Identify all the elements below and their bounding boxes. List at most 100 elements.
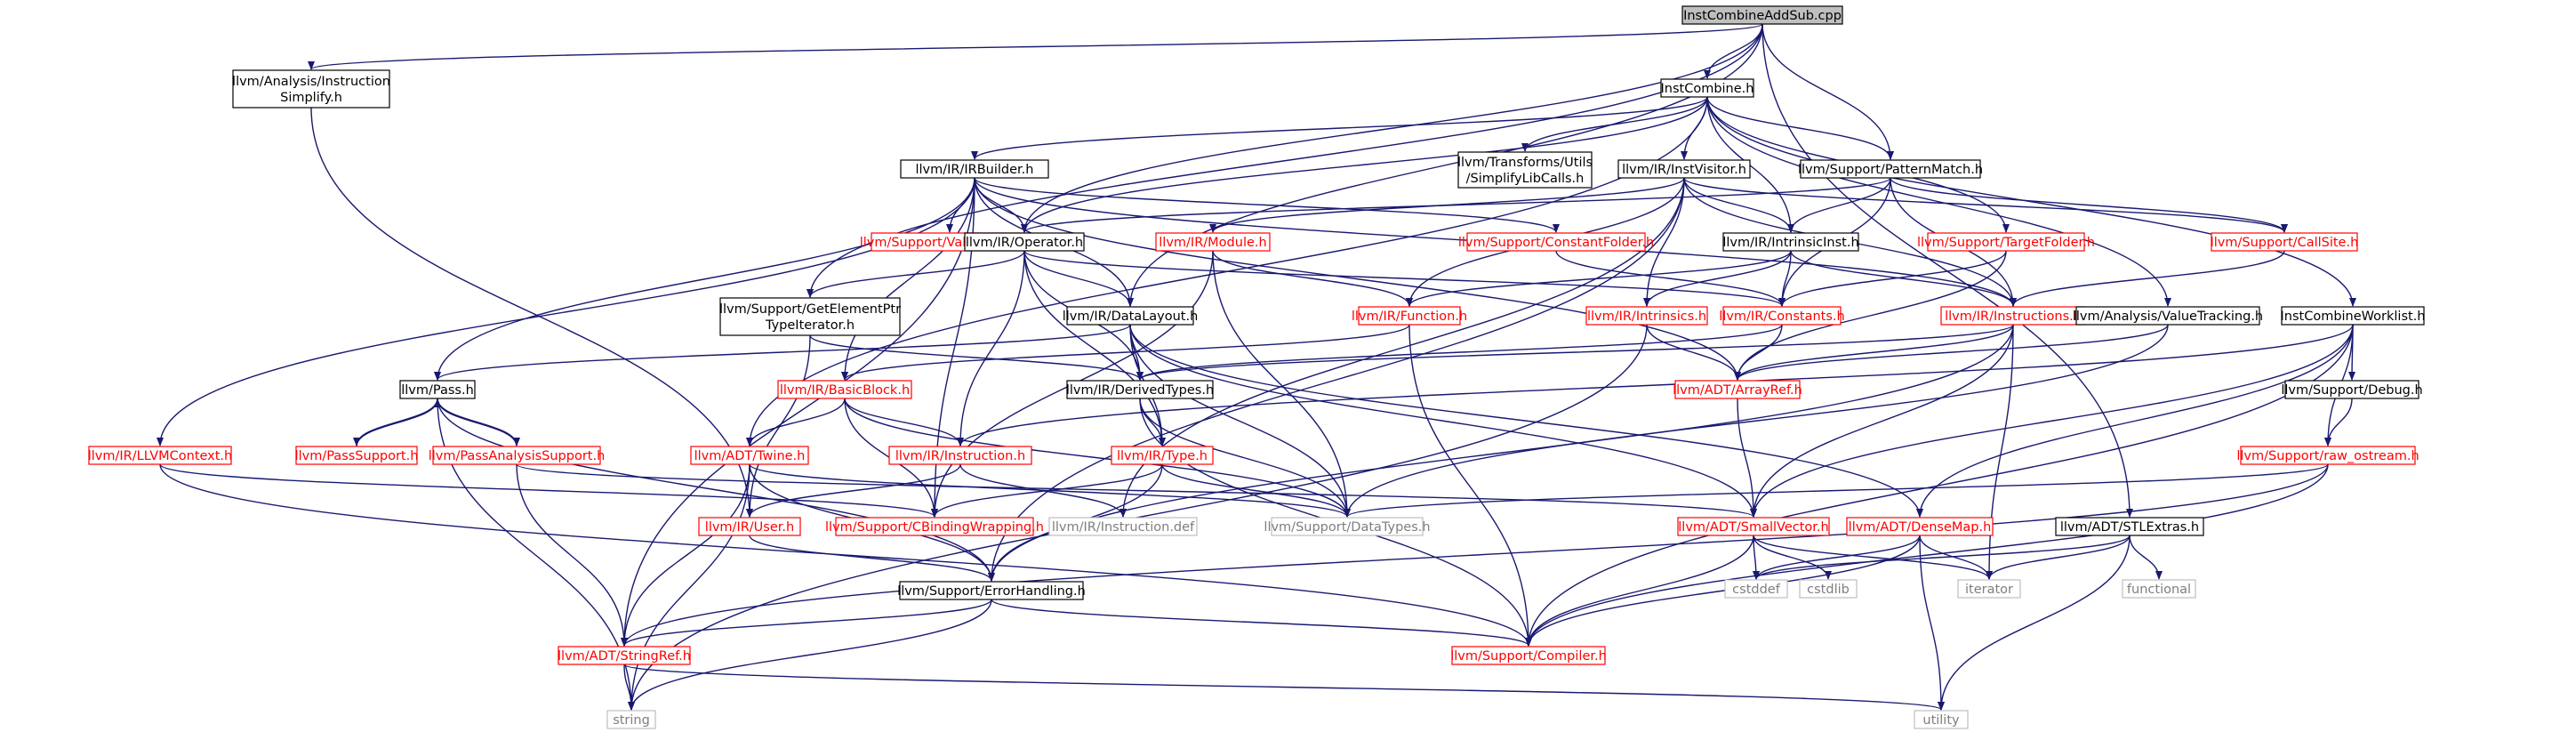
node-box (719, 297, 901, 336)
node-label: utility (1922, 713, 1960, 728)
node-label: llvm/ADT/STLExtras.h (2060, 520, 2199, 535)
node-densemap[interactable]: llvm/ADT/DenseMap.h (1846, 517, 1994, 536)
edge-valuetracking-to-arrayref (1734, 324, 2169, 381)
node-intrinsicinst[interactable]: llvm/IR/IntrinsicInst.h (1722, 232, 1859, 252)
edge-irbuilder-to-llvmcontext (156, 177, 975, 446)
node-type[interactable]: llvm/IR/Type.h (1111, 446, 1214, 465)
edge-type-to-cbinding (931, 463, 1163, 518)
node-user[interactable]: llvm/IR/User.h (698, 517, 801, 536)
edge-operator-to-datalayout (1023, 250, 1134, 307)
node-debug[interactable]: llvm/Support/Debug.h (2281, 380, 2423, 399)
edge-irbuilder-to-constantfolder (974, 177, 1560, 233)
node-box (1722, 232, 1859, 252)
node-passanalysis[interactable]: llvm/PassAnalysisSupport.h (429, 446, 606, 465)
node-targetfolder[interactable]: llvm/Support/TargetFolder.h (1917, 232, 2095, 252)
edge-stlextras-to-cstddef (1753, 535, 2131, 580)
edge-instcombine-to-simplifylib (1521, 96, 1708, 152)
edge-stlextras-to-functional (2129, 535, 2163, 580)
edge-densemap-to-cstddef (1753, 535, 1921, 580)
node-label: llvm/Transforms/Utils (1457, 156, 1593, 170)
node-twine[interactable]: llvm/ADT/Twine.h (690, 446, 809, 465)
edge-llvmcontext-to-cbinding (159, 463, 938, 518)
node-box (1466, 232, 1646, 252)
node-instvisitor[interactable]: llvm/IR/InstVisitor.h (1617, 159, 1751, 179)
edge-errorhandling-to-string (628, 599, 992, 711)
node-function[interactable]: llvm/IR/Function.h (1352, 306, 1467, 326)
edge-root-to-operator (1021, 23, 1763, 233)
edge-debug-to-rawostream (2324, 398, 2353, 446)
node-box (1111, 446, 1214, 465)
node-box (698, 517, 801, 536)
node-label: llvm/Support/CBindingWrapping.h (825, 520, 1044, 535)
node-iterator: iterator (1957, 579, 2021, 599)
node-derivedtypes[interactable]: llvm/IR/DerivedTypes.h (1066, 380, 1214, 399)
edge-stringref-to-utility (623, 664, 1945, 711)
node-box (1451, 646, 1606, 665)
edge-densemap-to-utility (1919, 535, 1945, 711)
node-compiler[interactable]: llvm/Support/Compiler.h (1450, 646, 1607, 665)
node-label: Simplify.h (280, 91, 342, 105)
edge-patternmatch-to-intrinsicinst (1787, 177, 1891, 233)
node-operator[interactable]: llvm/IR/Operator.h (964, 232, 1085, 252)
node-box (1457, 151, 1593, 189)
edge-intrinsicinst-to-instructions (1790, 250, 2017, 307)
edge-gepti-to-derivedtypes (809, 334, 1144, 381)
edge-callsite-to-instructions (2010, 250, 2285, 307)
node-box (1722, 306, 1842, 326)
node-box (432, 446, 601, 465)
node-intrinsics[interactable]: llvm/IR/Intrinsics.h (1585, 306, 1708, 326)
edge-densemap-to-iterator (1919, 535, 1993, 580)
node-stringref[interactable]: llvm/ADT/StringRef.h (558, 646, 691, 665)
node-arrayref[interactable]: llvm/ADT/ArrayRef.h (1673, 380, 1802, 399)
node-label: llvm/Analysis/ValueTracking.h (2073, 310, 2263, 324)
edge-worklist-to-compiler (1525, 324, 2354, 647)
edge-twine-to-string (628, 463, 750, 711)
edge-instructions-to-derivedtypes (1136, 324, 2014, 381)
edge-basicblock-to-twine (746, 398, 846, 446)
node-constants[interactable]: llvm/IR/Constants.h (1719, 306, 1845, 326)
node-box (2281, 306, 2425, 326)
node-llvmcontext[interactable]: llvm/IR/LLVMContext.h (88, 446, 232, 465)
node-basicblock[interactable]: llvm/IR/BasicBlock.h (777, 380, 912, 399)
node-errorhandling[interactable]: llvm/Support/ErrorHandling.h (897, 581, 1086, 600)
edge-stlextras-to-utility (1938, 535, 2131, 711)
node-instcombine[interactable]: InstCombine.h (1660, 78, 1754, 98)
node-patternmatch[interactable]: llvm/Support/PatternMatch.h (1798, 159, 1983, 179)
node-irbuilder[interactable]: llvm/IR/IRBuilder.h (900, 159, 1049, 179)
edge-instsimplify-to-user (310, 107, 753, 518)
node-cbinding[interactable]: llvm/Support/CBindingWrapping.h (825, 517, 1044, 536)
node-box (88, 446, 232, 465)
node-label: llvm/IR/DataLayout.h (1063, 310, 1199, 324)
node-box (1724, 579, 1788, 599)
edge-errorhandling-to-stringref (621, 599, 992, 647)
node-instruction[interactable]: llvm/IR/Instruction.h (888, 446, 1032, 465)
edge-datalayout-to-smallvector (1129, 324, 1757, 518)
node-worklist[interactable]: InstCombineWorklist.h (2281, 306, 2426, 326)
node-label: llvm/IR/IRBuilder.h (916, 163, 1034, 177)
node-pass[interactable]: llvm/Pass.h (399, 380, 476, 399)
node-label: llvm/Support/ErrorHandling.h (897, 584, 1086, 599)
node-instdef: llvm/IR/Instruction.def (1048, 517, 1198, 536)
node-passsupport[interactable]: llvm/PassSupport.h (295, 446, 419, 465)
node-module[interactable]: llvm/IR/Module.h (1155, 232, 1271, 252)
edge-user-to-errorhandling (749, 535, 995, 582)
node-instructions[interactable]: llvm/IR/Instructions.h (1940, 306, 2086, 326)
node-callsite[interactable]: llvm/Support/CallSite.h (2211, 232, 2359, 252)
node-stlextras[interactable]: llvm/ADT/STLExtras.h (2055, 517, 2204, 536)
node-root[interactable]: InstCombineAddSub.cpp (1681, 5, 1843, 25)
node-simplifylib[interactable]: llvm/Transforms/Utils/SimplifyLibCalls.h (1457, 151, 1593, 189)
edge-twine-to-stringref (621, 463, 750, 647)
edge-pass-to-passsupport (353, 398, 438, 446)
edge-instvisitor-to-errorhandling (988, 177, 1685, 582)
node-label: llvm/IR/Operator.h (966, 236, 1083, 250)
node-valuetracking[interactable]: llvm/Analysis/ValueTracking.h (2073, 306, 2263, 326)
node-constantfolder[interactable]: llvm/Support/ConstantFolder.h (1458, 232, 1654, 252)
node-rawostream[interactable]: llvm/Support/raw_ostream.h (2236, 446, 2420, 465)
node-smallvector[interactable]: llvm/ADT/SmallVector.h (1677, 517, 1830, 536)
node-label: llvm/Support/PatternMatch.h (1798, 163, 1983, 177)
edge-passsupport-to-pass (356, 398, 441, 447)
node-datalayout[interactable]: llvm/IR/DataLayout.h (1063, 306, 1199, 326)
node-box (1660, 78, 1754, 98)
